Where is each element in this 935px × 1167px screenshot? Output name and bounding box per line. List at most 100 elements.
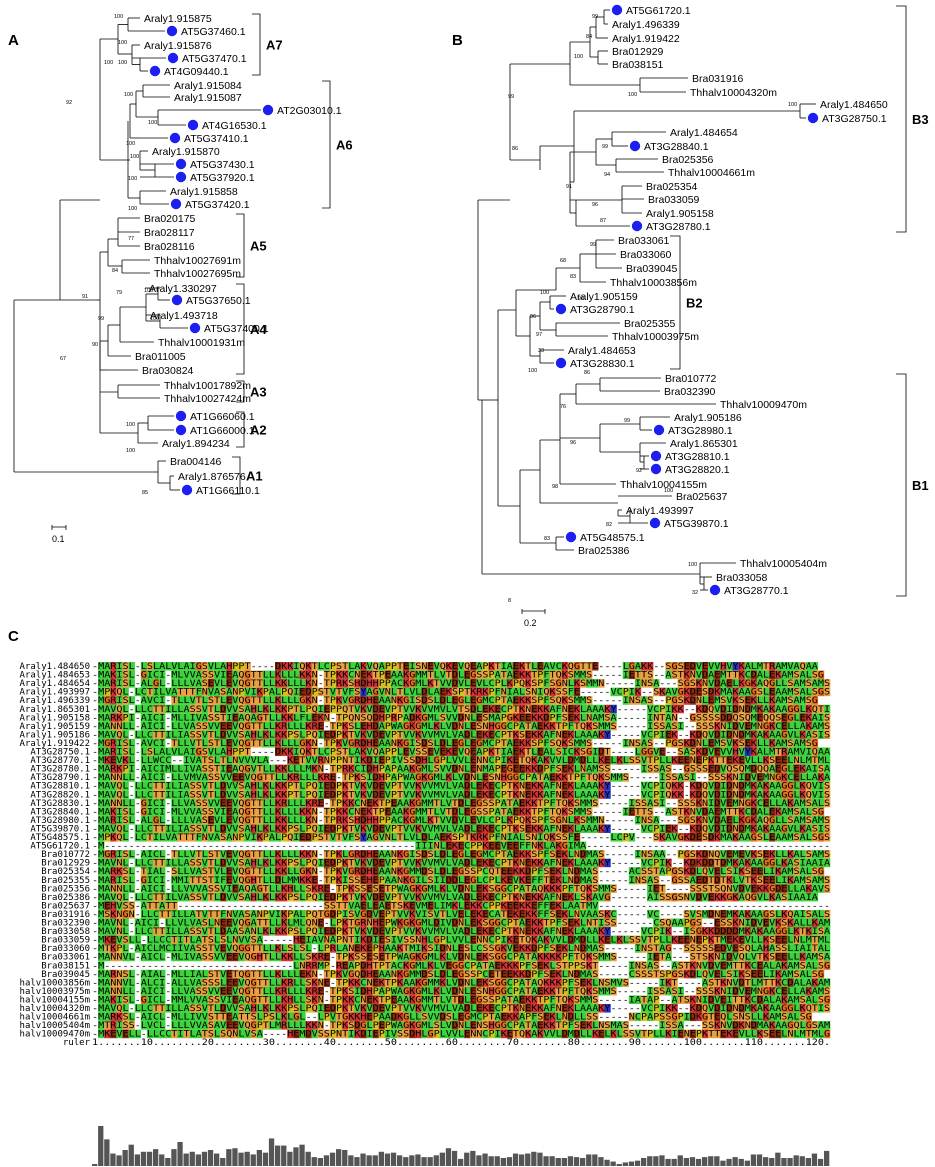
residue-cell — [146, 764, 154, 774]
residue-cell — [695, 875, 703, 885]
residue-cell — [122, 927, 129, 936]
residue-cell — [439, 858, 446, 868]
residue-cell — [561, 875, 568, 885]
residue-cell — [98, 909, 105, 919]
residue-cell — [763, 815, 770, 825]
tip-label: AT5G37650.1 — [186, 295, 251, 307]
tree-a-tip: Araly1.876576 — [178, 471, 246, 483]
alignment-row: AT5G48575.1-MPKQL-LCTILVATTTFNVASANPVIKP… — [30, 833, 831, 843]
residue-cell — [177, 815, 184, 825]
residue-cell — [476, 858, 483, 868]
residue-cell — [488, 867, 495, 876]
residue-cell — [555, 969, 562, 979]
residue-cell — [207, 927, 215, 936]
residue-cell — [506, 875, 514, 885]
residue-cell — [775, 756, 782, 765]
residue-cell — [342, 679, 349, 688]
residue-cell — [500, 867, 507, 876]
residue-cell — [451, 978, 459, 987]
tip-label: Bra031916 — [692, 73, 744, 85]
residue-cell — [476, 961, 483, 970]
residue-cell — [512, 901, 520, 910]
residue-cell — [561, 798, 568, 808]
residue-cell — [384, 833, 392, 842]
residue-cell — [519, 935, 526, 945]
alignment-row: Bra032390-MAVNL-AICI-LLVLVASLNEEVQGATTLL… — [41, 918, 831, 929]
residue-cell — [336, 978, 343, 987]
residue-cell — [500, 833, 507, 842]
residue-cell — [732, 773, 739, 782]
residue-cell — [470, 679, 477, 688]
residue-cell — [805, 781, 812, 791]
residue-cell — [378, 790, 385, 799]
residue-cell — [317, 833, 324, 842]
residue-cell — [793, 662, 800, 671]
residue-cell — [360, 918, 367, 928]
residue-cell — [403, 952, 410, 962]
residue-cell — [384, 995, 392, 1004]
residue-cell — [299, 944, 306, 953]
residue-cell — [769, 875, 776, 885]
residue-cell — [427, 790, 434, 799]
residue-cell — [506, 679, 514, 688]
residue-cell — [586, 850, 593, 859]
residue-cell — [281, 730, 288, 739]
residue-cell — [409, 704, 416, 714]
residue-cell — [360, 969, 367, 979]
residue-cell — [183, 978, 190, 987]
residue-cell — [476, 841, 483, 851]
residue-cell — [488, 884, 495, 893]
residue-cell — [628, 833, 636, 842]
residue-cell — [464, 730, 471, 739]
residue-cell — [366, 662, 373, 671]
residue-cell — [140, 892, 148, 902]
residue-cell — [207, 824, 215, 833]
residue-cell — [787, 721, 794, 731]
residue-cell — [311, 679, 318, 688]
residue-cell — [439, 875, 446, 885]
residue-cell — [348, 867, 355, 876]
sequence-text: -MANNLL-AICI-LLVVVASSVIEAQAGTLLKHLLSKRE-… — [92, 884, 830, 894]
residue-cell — [177, 927, 184, 936]
residue-cell — [378, 662, 385, 671]
residue-cell — [775, 815, 782, 825]
residue-cell — [342, 1004, 349, 1013]
residue-cell — [232, 670, 239, 680]
residue-cell — [756, 927, 764, 936]
residue-cell — [317, 781, 324, 791]
residue-cell — [360, 892, 367, 902]
residue-cell — [531, 670, 538, 680]
residue-cell — [653, 884, 660, 893]
residue-cell — [360, 935, 367, 945]
residue-cell — [384, 738, 392, 748]
residue-cell — [592, 773, 599, 782]
residue-cell — [641, 995, 648, 1004]
residue-cell — [567, 798, 575, 808]
residue-cell — [134, 944, 141, 953]
residue-cell — [311, 833, 318, 842]
tip-label: AT3G28770.1 — [724, 585, 789, 597]
residue-cell — [445, 798, 453, 808]
residue-cell — [305, 662, 312, 671]
residue-cell — [647, 756, 654, 765]
residue-cell — [464, 696, 471, 705]
residue-cell — [238, 662, 245, 671]
residue-cell — [695, 909, 703, 919]
residue-cell — [226, 995, 233, 1004]
residue-cell — [342, 986, 349, 996]
residue-cell — [250, 944, 257, 953]
residue-cell — [567, 747, 575, 757]
residue-cell — [561, 841, 568, 851]
bootstrap-value: 67 — [60, 356, 66, 362]
residue-cell — [366, 944, 373, 953]
residue-cell — [543, 892, 550, 902]
residue-cell — [616, 687, 623, 697]
residue-cell — [403, 875, 410, 885]
residue-cell — [104, 704, 111, 714]
residue-cell — [598, 756, 605, 765]
residue-cell — [586, 738, 593, 748]
residue-cell — [488, 918, 495, 928]
residue-cell — [153, 901, 160, 910]
residue-cell — [702, 679, 709, 688]
residue-cell — [153, 978, 160, 987]
